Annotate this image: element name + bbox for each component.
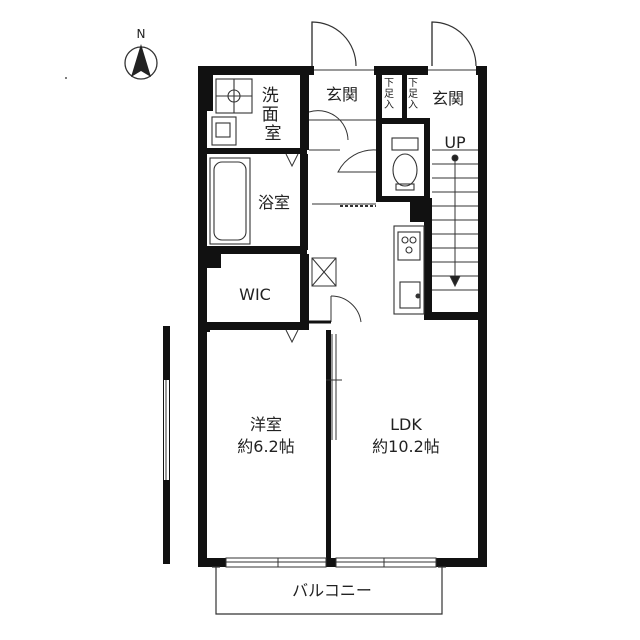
label-washroom-ch2: 面	[262, 105, 279, 125]
label-getabako-right: 下足入	[408, 78, 418, 111]
toilet	[391, 137, 419, 191]
ldk-hall-door	[309, 295, 362, 324]
label-washroom-ch1: 洗	[262, 86, 279, 106]
fridge-space	[311, 257, 337, 287]
entrance-door-right	[431, 21, 477, 67]
compass-label: N	[137, 27, 146, 41]
staircase	[432, 149, 478, 291]
interior-walls	[205, 75, 478, 558]
label-washroom-line: 洗 面 室	[262, 86, 284, 144]
label-getabako-left: 下足入	[384, 78, 394, 111]
balcony	[212, 566, 446, 615]
label-ldk-name: LDK	[390, 415, 422, 434]
label-balcony: バルコニー	[292, 581, 372, 600]
bedroom-sliding-door	[326, 334, 342, 440]
west-window	[163, 326, 170, 564]
label-washroom-ch3: 室	[265, 124, 282, 144]
label-bedroom-name: 洋室	[250, 415, 282, 434]
compass: N	[124, 27, 158, 80]
label-up: UP	[444, 133, 466, 152]
washing-machine	[215, 78, 253, 114]
label-bedroom-size: 約6.2帖	[237, 437, 294, 456]
label-genkan-left: 玄関	[326, 85, 358, 104]
wash-basin	[211, 116, 237, 146]
label-ldk-size: 約10.2帖	[372, 437, 440, 456]
label-wic: WIC	[239, 285, 271, 304]
kitchen-counter	[393, 225, 425, 315]
label-bathroom: 浴室	[258, 193, 290, 212]
entrance-door-left	[311, 21, 357, 67]
bathtub	[209, 157, 251, 245]
label-genkan-right: 玄関	[432, 89, 464, 108]
south-windows	[225, 557, 437, 568]
speck-dot	[65, 77, 67, 79]
